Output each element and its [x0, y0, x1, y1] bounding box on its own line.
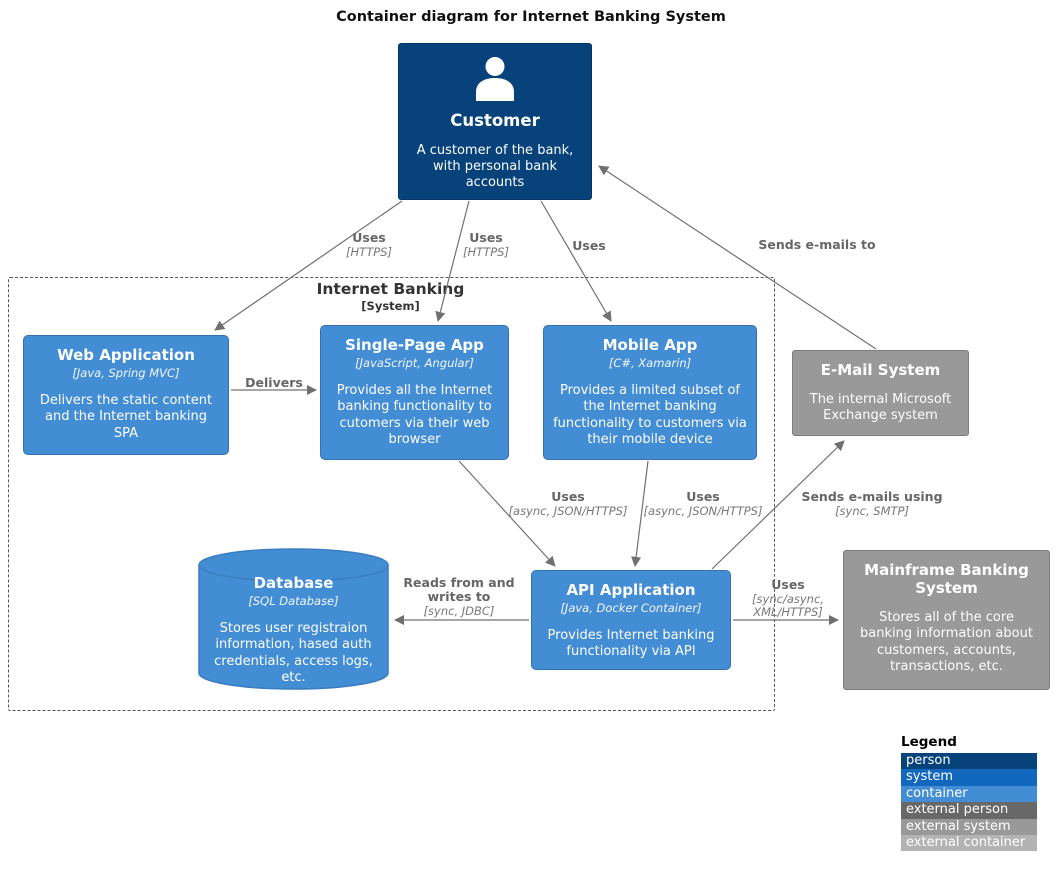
system-boundary-label: Internet Banking [System]: [8, 280, 773, 313]
edge-technology: [HTTPS]: [346, 245, 392, 259]
legend-item-label: external person: [906, 802, 1009, 818]
edge-label-api-mainframe: Uses [sync/async, XML/HTTPS]: [738, 578, 838, 619]
edge-name: Uses: [352, 230, 386, 245]
node-title: Mobile App: [602, 336, 698, 354]
node-description: A customer of the bank, with personal ba…: [416, 142, 574, 191]
node-web-application: Web Application [Java, Spring MVC] Deliv…: [23, 335, 229, 455]
edge-label-email-customer: Sends e-mails to: [737, 238, 897, 252]
edge-label-webapp-spa: Delivers: [234, 376, 314, 390]
edge-technology: [sync, JDBC]: [423, 604, 495, 618]
edge-label-mobile-api: Uses [async, JSON/HTTPS]: [627, 490, 779, 518]
edge-name: Uses: [771, 577, 805, 592]
node-technology: [JavaScript, Angular]: [355, 356, 474, 370]
edge-name: Uses: [572, 238, 606, 253]
edge-name: Sends e-mails to: [758, 237, 876, 252]
node-description: Provides all the Internet banking functi…: [336, 383, 493, 447]
node-technology: [SQL Database]: [248, 594, 339, 608]
node-email-system: E-Mail System The internal Microsoft Exc…: [792, 350, 969, 436]
person-icon: [469, 56, 521, 106]
edge-technology: [sync/async, XML/HTTPS]: [752, 592, 824, 619]
edge-name: Uses: [551, 489, 585, 504]
legend-item-label: container: [906, 785, 968, 801]
node-description: Delivers the static content and the Inte…: [39, 393, 213, 441]
edge-label-api-email: Sends e-mails using [sync, SMTP]: [791, 490, 953, 518]
node-description: The internal Microsoft Exchange system: [809, 392, 952, 424]
node-database: Database [SQL Database] Stores user regi…: [198, 548, 389, 690]
edge-name: Sends e-mails using: [801, 489, 943, 504]
node-single-page-app: Single-Page App [JavaScript, Angular] Pr…: [320, 325, 509, 460]
legend-item-external-container: external container: [901, 834, 1037, 852]
edge-label-customer-webapp: Uses [HTTPS]: [329, 231, 409, 259]
edge-name: Delivers: [245, 375, 303, 390]
legend-item-external-person: external person: [901, 802, 1037, 819]
edge-name: Reads from and writes to: [403, 575, 515, 604]
legend-item-external-system: external system: [901, 818, 1037, 835]
node-mainframe-banking-system: Mainframe Banking System Stores all of t…: [843, 550, 1050, 690]
edge-technology: [HTTPS]: [463, 245, 509, 259]
legend-item-system: system: [901, 769, 1037, 786]
node-technology: [Java, Docker Container]: [560, 601, 702, 615]
node-title: Web Application: [57, 346, 195, 364]
edge-technology: [async, JSON/HTTPS]: [643, 504, 763, 518]
node-technology: [C#, Xamarin]: [608, 356, 692, 370]
legend: Legend person system container external …: [901, 734, 1037, 852]
legend-title: Legend: [901, 734, 957, 750]
edge-label-customer-mobile: Uses: [549, 239, 629, 253]
node-title: API Application: [566, 581, 696, 599]
legend-item-label: external container: [906, 834, 1026, 850]
legend-item-person: person: [901, 753, 1037, 770]
diagram-title: Container diagram for Internet Banking S…: [336, 9, 726, 25]
edge-technology: [async, JSON/HTTPS]: [508, 504, 628, 518]
legend-item-label: person: [906, 753, 951, 768]
node-title: Database: [253, 574, 334, 592]
node-api-application: API Application [Java, Docker Container]…: [531, 570, 731, 670]
node-title: Customer: [450, 111, 540, 130]
node-description: Stores all of the core banking informati…: [860, 610, 1033, 674]
legend-item-container: container: [901, 785, 1037, 803]
edge-technology: [sync, SMTP]: [835, 504, 909, 518]
edge-label-spa-api: Uses [async, JSON/HTTPS]: [492, 490, 644, 518]
edge-label-customer-spa: Uses [HTTPS]: [446, 231, 526, 259]
legend-item-label: system: [906, 769, 953, 785]
node-description: Provides a limited subset of the Interne…: [553, 383, 747, 447]
node-description: Provides Internet banking functionality …: [547, 628, 715, 660]
node-title: E-Mail System: [820, 361, 941, 379]
node-technology: [Java, Spring MVC]: [72, 366, 180, 380]
node-mobile-app: Mobile App [C#, Xamarin] Provides a limi…: [543, 325, 757, 460]
edge-name: Uses: [469, 230, 503, 245]
database-cylinder-icon: [198, 548, 389, 690]
node-title: Single-Page App: [345, 336, 484, 354]
boundary-title: Internet Banking: [316, 280, 465, 298]
boundary-subtitle: [System]: [361, 299, 420, 313]
node-title: Mainframe Banking System: [864, 561, 1029, 597]
edge-label-api-database: Reads from and writes to [sync, JDBC]: [400, 576, 518, 618]
legend-item-label: external system: [906, 818, 1011, 834]
node-description: Stores user registraion information, has…: [214, 621, 373, 685]
edge-name: Uses: [686, 489, 720, 504]
node-customer: Customer A customer of the bank, with pe…: [398, 43, 592, 200]
